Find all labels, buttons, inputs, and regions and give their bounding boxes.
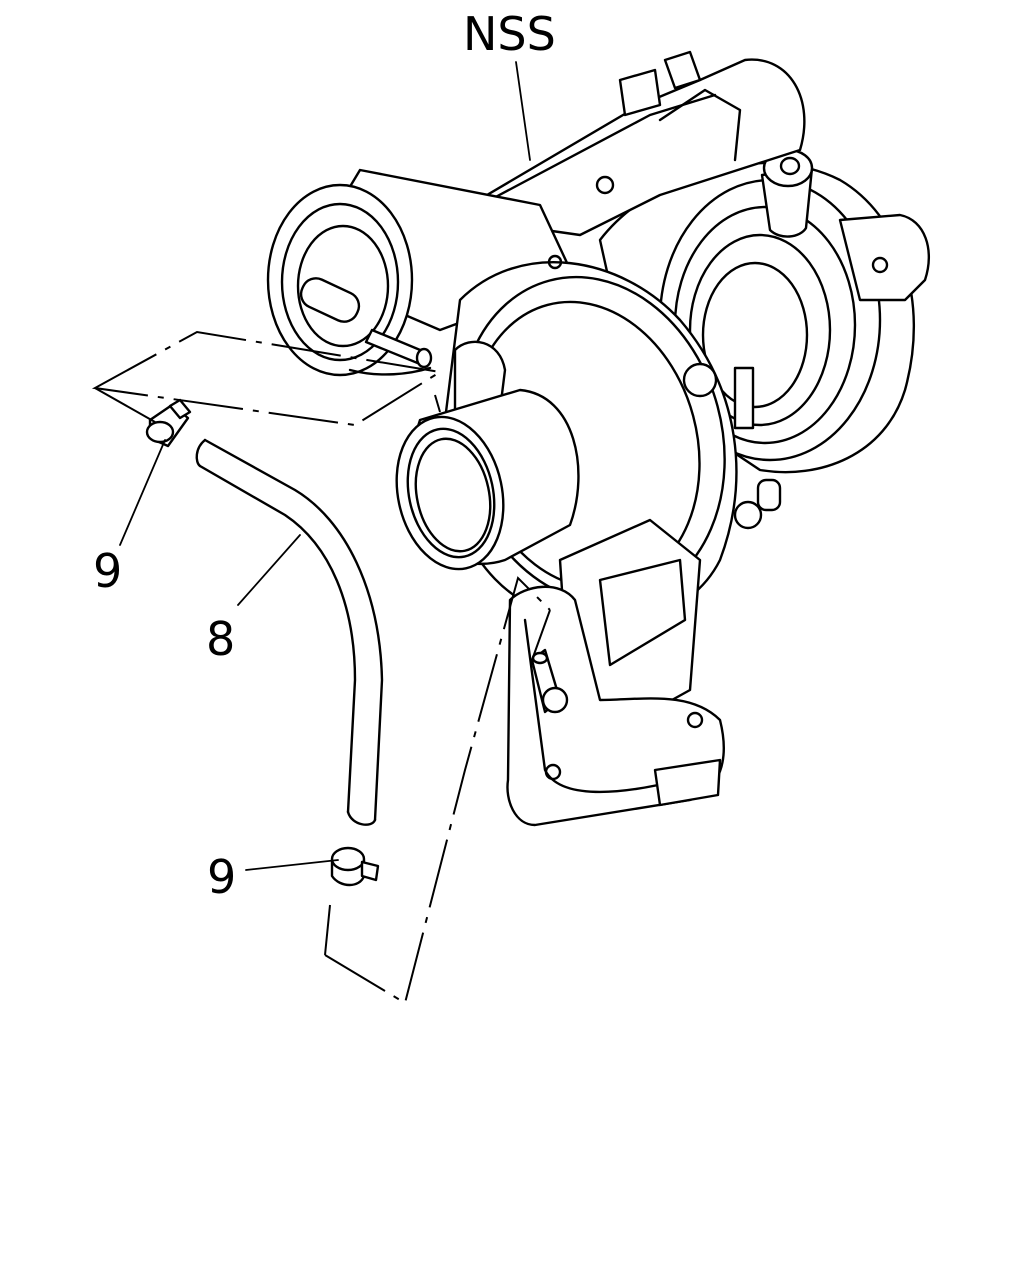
leader-9-lower xyxy=(245,859,339,871)
callout-9-lower-label: 9 xyxy=(207,850,236,904)
clamp-upper-part-9 xyxy=(145,398,192,448)
leader-nss xyxy=(515,61,531,161)
hose-part-8 xyxy=(195,438,384,826)
compressor-inlet xyxy=(395,388,580,571)
wastegate-bracket xyxy=(468,50,806,237)
callout-8-label: 8 xyxy=(206,612,235,666)
callout-9-upper-label: 9 xyxy=(93,544,122,598)
clamp-lower-part-9 xyxy=(330,846,380,887)
turbine-outlet-flange xyxy=(506,518,725,827)
phantom-lines xyxy=(91,330,551,1005)
leader-9-upper xyxy=(119,439,166,546)
leader-lines xyxy=(119,61,531,871)
turbocharger-assembly xyxy=(266,50,930,827)
leader-8 xyxy=(237,534,301,606)
callout-nss-label: NSS xyxy=(463,7,556,61)
